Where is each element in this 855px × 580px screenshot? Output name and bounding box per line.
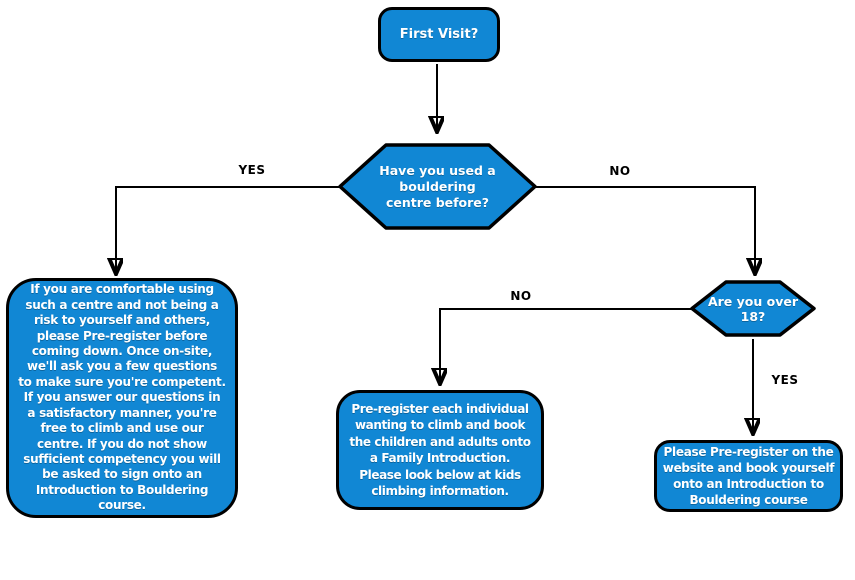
arrow-no-to-family-intro bbox=[440, 308, 691, 382]
node-family-intro: Pre-register each individual wanting to … bbox=[336, 390, 544, 510]
intro-course-text: Please Pre-register on the website and b… bbox=[662, 445, 835, 507]
node-first-visit: First Visit? bbox=[378, 7, 500, 62]
node-competent-info: If you are comfortable using such a cent… bbox=[6, 278, 238, 518]
branch-label-no-right: NO bbox=[609, 164, 631, 178]
hexagon-shape bbox=[690, 280, 816, 337]
arrow-yes-to-competent-info bbox=[116, 186, 339, 272]
branch-label-no-middle: NO bbox=[510, 289, 532, 303]
over-18-text: Are you over 18? bbox=[707, 293, 799, 324]
used-centre-text: Have you used a bouldering centre before… bbox=[379, 162, 496, 210]
node-intro-course: Please Pre-register on the website and b… bbox=[654, 440, 843, 512]
node-over-18-decision: Are you over 18? bbox=[690, 280, 816, 337]
competent-info-text: If you are comfortable using such a cent… bbox=[18, 282, 226, 513]
first-visit-text: First Visit? bbox=[399, 26, 479, 42]
branch-label-yes-down: YES bbox=[771, 373, 799, 387]
family-intro-text: Pre-register each individual wanting to … bbox=[349, 401, 531, 499]
arrow-no-to-over-18 bbox=[536, 186, 755, 272]
hexagon-shape bbox=[338, 143, 537, 230]
branch-label-yes-left: YES bbox=[238, 163, 266, 177]
node-used-centre-decision: Have you used a bouldering centre before… bbox=[338, 143, 537, 230]
